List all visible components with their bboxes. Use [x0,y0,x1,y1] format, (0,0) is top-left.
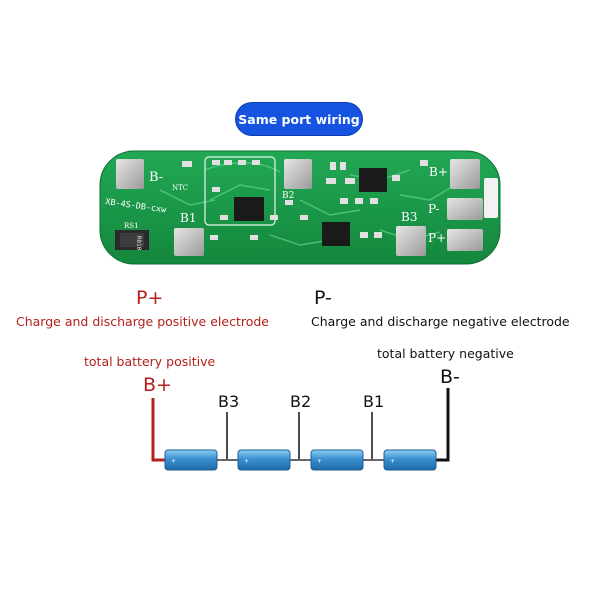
cell-2: + [237,449,291,471]
pad-p-plus [447,229,483,251]
svg-text:+: + [390,458,395,465]
battery-positive-description: total battery positive [84,354,216,369]
svg-text:+: + [244,458,249,465]
pad-p-minus [447,198,483,220]
p-plus-symbol: P+ [136,287,164,309]
pad-edge [484,178,498,218]
silk-b1: B1 [180,211,196,225]
silk-rs1: RS1 [124,222,139,230]
battery-negative-symbol: B- [440,366,460,388]
cell-4: + [383,449,437,471]
chip-mosfet-1 [359,168,387,192]
svg-text:+: + [171,458,176,465]
positive-wire [151,398,166,462]
pad-b-minus [116,159,144,189]
chip-mosfet-2 [322,222,350,246]
resistor-code: R010 [135,236,142,251]
cell-3: + [310,449,364,471]
battery-negative-description: total battery negative [377,346,514,361]
chip-ic-1 [234,197,264,221]
smd-parts [182,160,428,240]
cell-1: + [164,449,218,471]
silk-p-minus: P- [428,202,439,216]
title-badge: Same port wiring [236,103,362,135]
p-minus-symbol: P- [314,287,332,309]
silk-p-plus: P+ [428,231,446,245]
silk-b3: B3 [401,210,417,224]
tap-label-b2: B2 [290,392,312,411]
p-minus-description: Charge and discharge negative electrode [311,314,570,329]
tap-label-b1: B1 [363,392,385,411]
pad-b3 [396,226,426,256]
pad-b1 [174,228,204,256]
silk-ntc: NTC [172,184,188,192]
silk-b-minus: B- [149,170,163,185]
silk-outline [204,156,276,226]
p-plus-description: Charge and discharge positive electrode [16,314,269,329]
negative-wire [436,388,450,462]
battery-positive-symbol: B+ [143,374,172,396]
tap-label-b3: B3 [218,392,240,411]
pad-b2 [284,159,312,189]
silk-b2: B2 [282,191,294,201]
pad-b-plus [450,159,480,189]
silk-b-plus: B+ [429,165,448,179]
svg-text:+: + [317,458,322,465]
